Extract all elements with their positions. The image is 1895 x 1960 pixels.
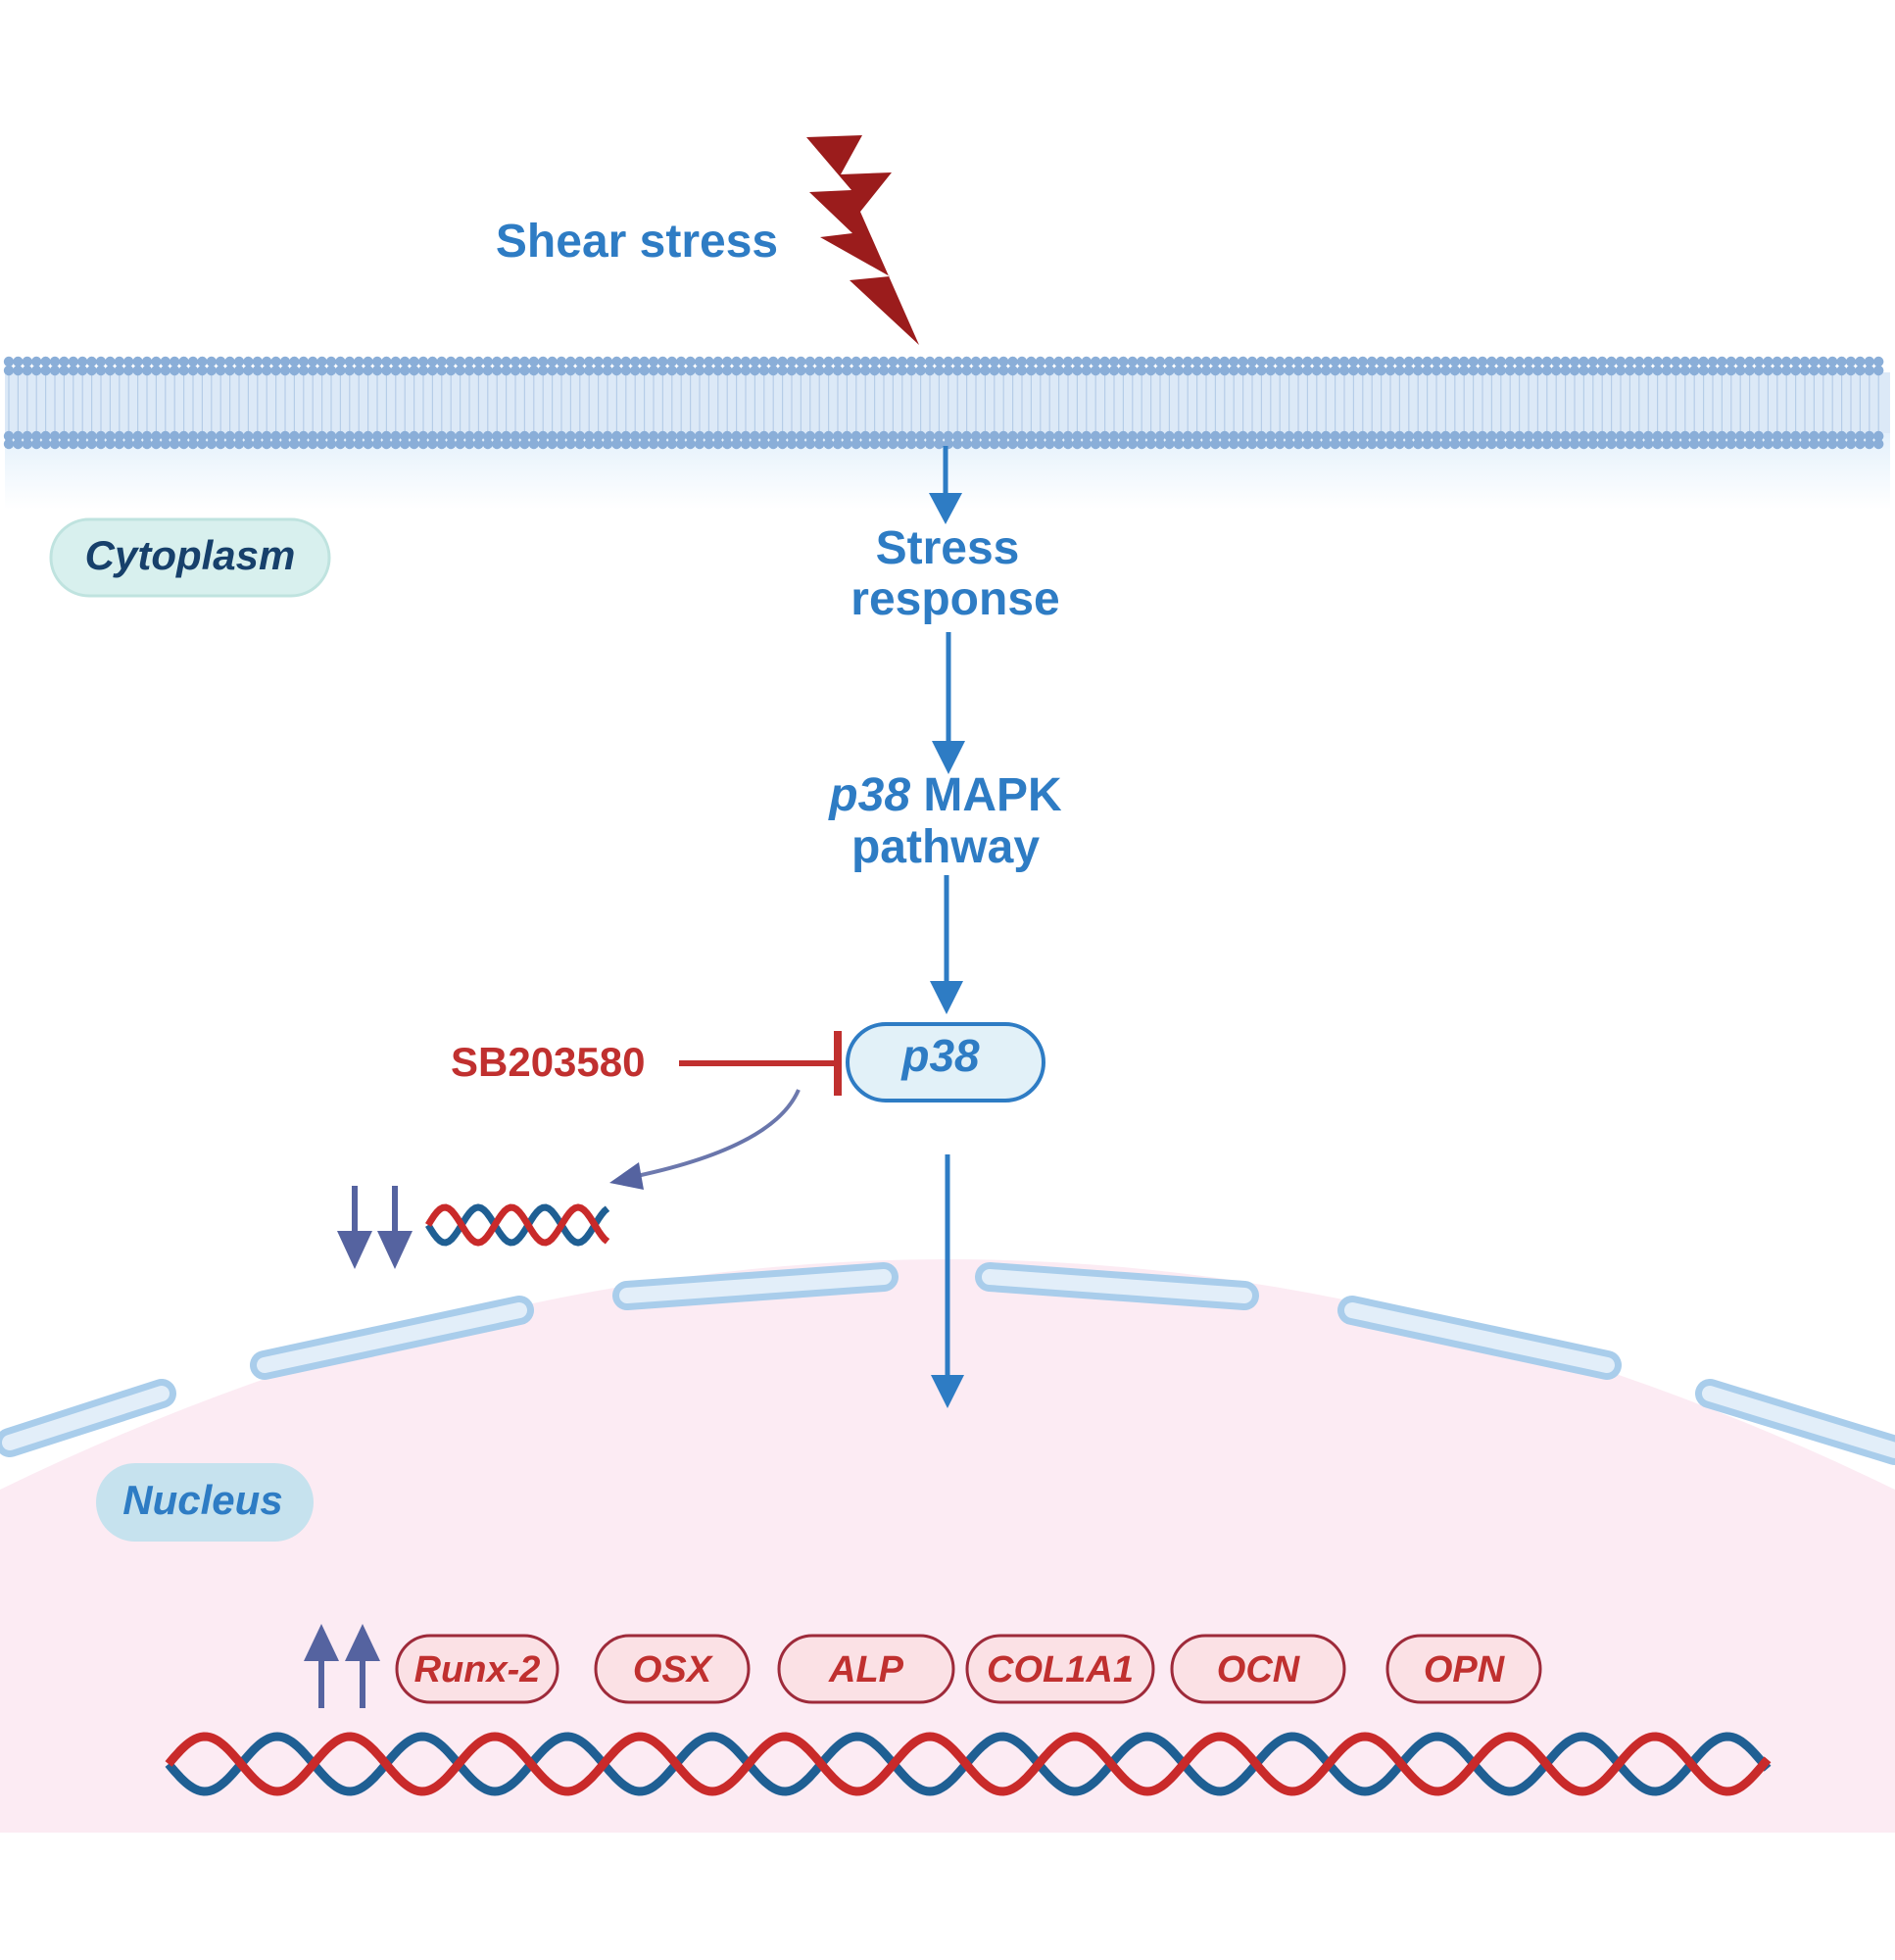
cell-membrane: [3, 356, 1890, 450]
cytoplasm-tag: Cytoplasm: [49, 517, 331, 598]
gene-pill: ALP: [777, 1634, 955, 1704]
mapk-p38-italic: p38: [827, 769, 910, 821]
inhibitor-label: SB203580: [451, 1039, 646, 1085]
lightning-icon: [806, 135, 919, 345]
arrow-stress-to-mapk: [932, 632, 965, 774]
gene-pill: COL1A1: [965, 1634, 1155, 1704]
gene-pill: OCN: [1170, 1634, 1346, 1704]
gene-list: Runx-2 OSX ALP COL1A1 OCN OPN: [395, 1634, 1542, 1704]
gene-label: OSX: [633, 1649, 714, 1690]
p38-label: p38: [899, 1030, 980, 1081]
gene-label: COL1A1: [987, 1649, 1134, 1690]
gene-label: OCN: [1217, 1649, 1301, 1690]
arrow-p38-to-nucleus: [931, 1154, 964, 1408]
inhibition-bar-icon: [679, 1031, 842, 1096]
dna-strand: [165, 1732, 1772, 1796]
shear-stress-label: Shear stress: [496, 216, 778, 268]
nucleus-label: Nucleus: [122, 1477, 282, 1523]
gene-pill: OSX: [594, 1634, 751, 1704]
up-arrows-icon: [304, 1624, 380, 1708]
stress-response-line2: response: [850, 573, 1059, 625]
cytoplasm-label: Cytoplasm: [85, 532, 296, 578]
gene-label: Runx-2: [414, 1649, 541, 1690]
arrow-mapk-to-p38: [930, 875, 963, 1014]
arrow-membrane-to-stress: [929, 446, 962, 524]
gene-pill: Runx-2: [395, 1634, 559, 1704]
p38-node: p38: [846, 1022, 1045, 1102]
gene-pill: OPN: [1385, 1634, 1542, 1704]
mapk-rest: MAPK: [910, 769, 1062, 821]
gene-label: ALP: [828, 1649, 904, 1690]
stress-response-line1: Stress: [876, 522, 1020, 574]
gene-label: OPN: [1424, 1649, 1506, 1690]
dna-helix-icon: [425, 1203, 610, 1247]
mapk-line2: pathway: [851, 821, 1040, 873]
nucleus-tag: Nucleus: [96, 1463, 314, 1542]
curved-arrow-to-dna: [609, 1089, 801, 1190]
down-arrows-icon: [337, 1186, 413, 1269]
mapk-line1: p38 MAPK: [827, 769, 1062, 821]
nuclear-envelope: [0, 1262, 1895, 1465]
